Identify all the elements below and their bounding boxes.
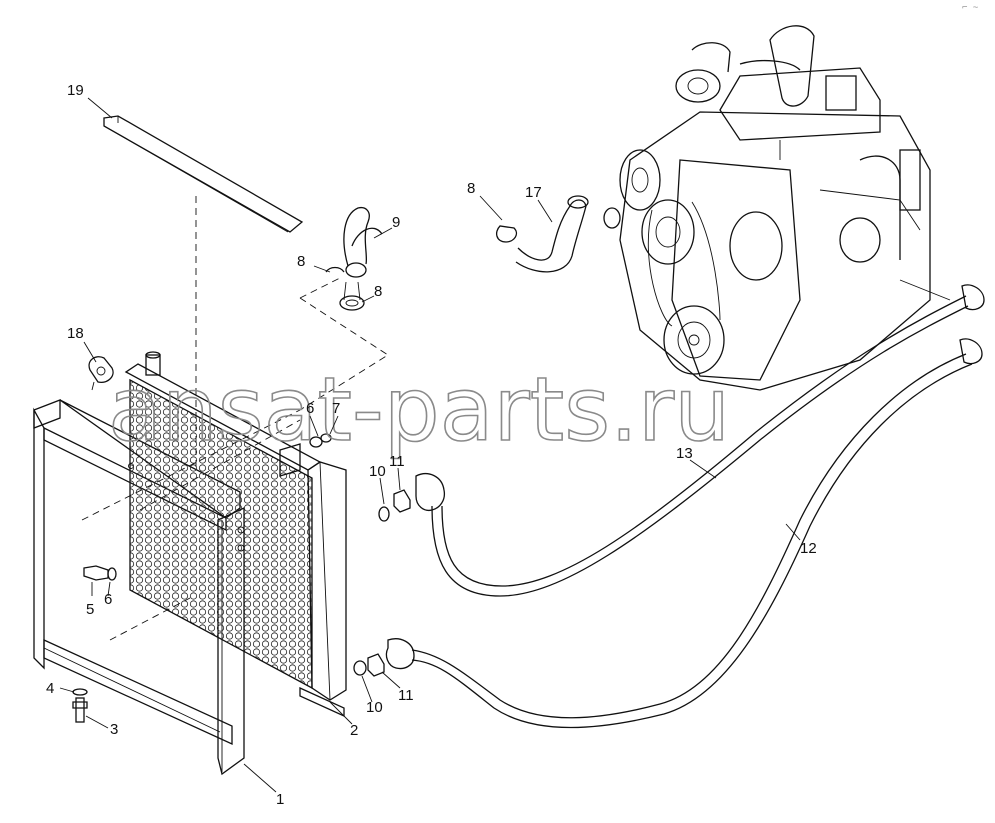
callout-3: 3: [110, 721, 118, 738]
callout-7: 7: [332, 400, 340, 417]
callout-11b: 11: [398, 687, 414, 704]
callout-9: 9: [392, 214, 400, 231]
callout-8b: 8: [374, 283, 382, 300]
callout-5: 5: [86, 601, 94, 618]
callouts: 19 9 8 8 8 17 18 6 7 10 11 13 12 5 6 4 3…: [46, 82, 817, 808]
part-19-seal-strip: [103, 115, 304, 233]
callout-6a: 6: [306, 400, 314, 417]
watermark: ansat-parts.ru: [108, 358, 730, 461]
callout-2: 2: [350, 722, 358, 739]
parts-10-11-upper-fittings: [378, 473, 446, 522]
part-12-hose: [411, 284, 985, 729]
corner-mark: ⌐ ~: [962, 3, 979, 13]
callout-11a: 11: [389, 453, 405, 470]
part-9-upper-hose: [343, 206, 383, 278]
callout-1: 1: [276, 791, 284, 808]
part-8-clamps: [325, 266, 365, 311]
parts-10-11-lower-fittings: [353, 638, 415, 677]
callout-10a: 10: [369, 463, 386, 480]
parts-3-4-lower-bolt: [72, 688, 88, 723]
callout-8c: 8: [467, 180, 475, 197]
leader-lines: [59, 97, 801, 793]
part-2-radiator: [124, 351, 347, 718]
part-18-cap: [88, 356, 114, 391]
callout-8a: 8: [297, 253, 305, 270]
callout-19: 19: [67, 82, 84, 99]
callout-10b: 10: [366, 699, 383, 716]
parts-5-6-bolt-washer: [83, 433, 332, 581]
callout-17: 17: [525, 184, 542, 201]
callout-12: 12: [800, 540, 817, 557]
part-17-lower-hose: [495, 195, 589, 273]
callout-18: 18: [67, 325, 84, 342]
part-13-hose: [431, 295, 969, 597]
callout-13: 13: [676, 445, 693, 462]
callout-6b: 6: [104, 591, 112, 608]
callout-4: 4: [46, 680, 54, 697]
engine-assembly: [603, 25, 951, 391]
